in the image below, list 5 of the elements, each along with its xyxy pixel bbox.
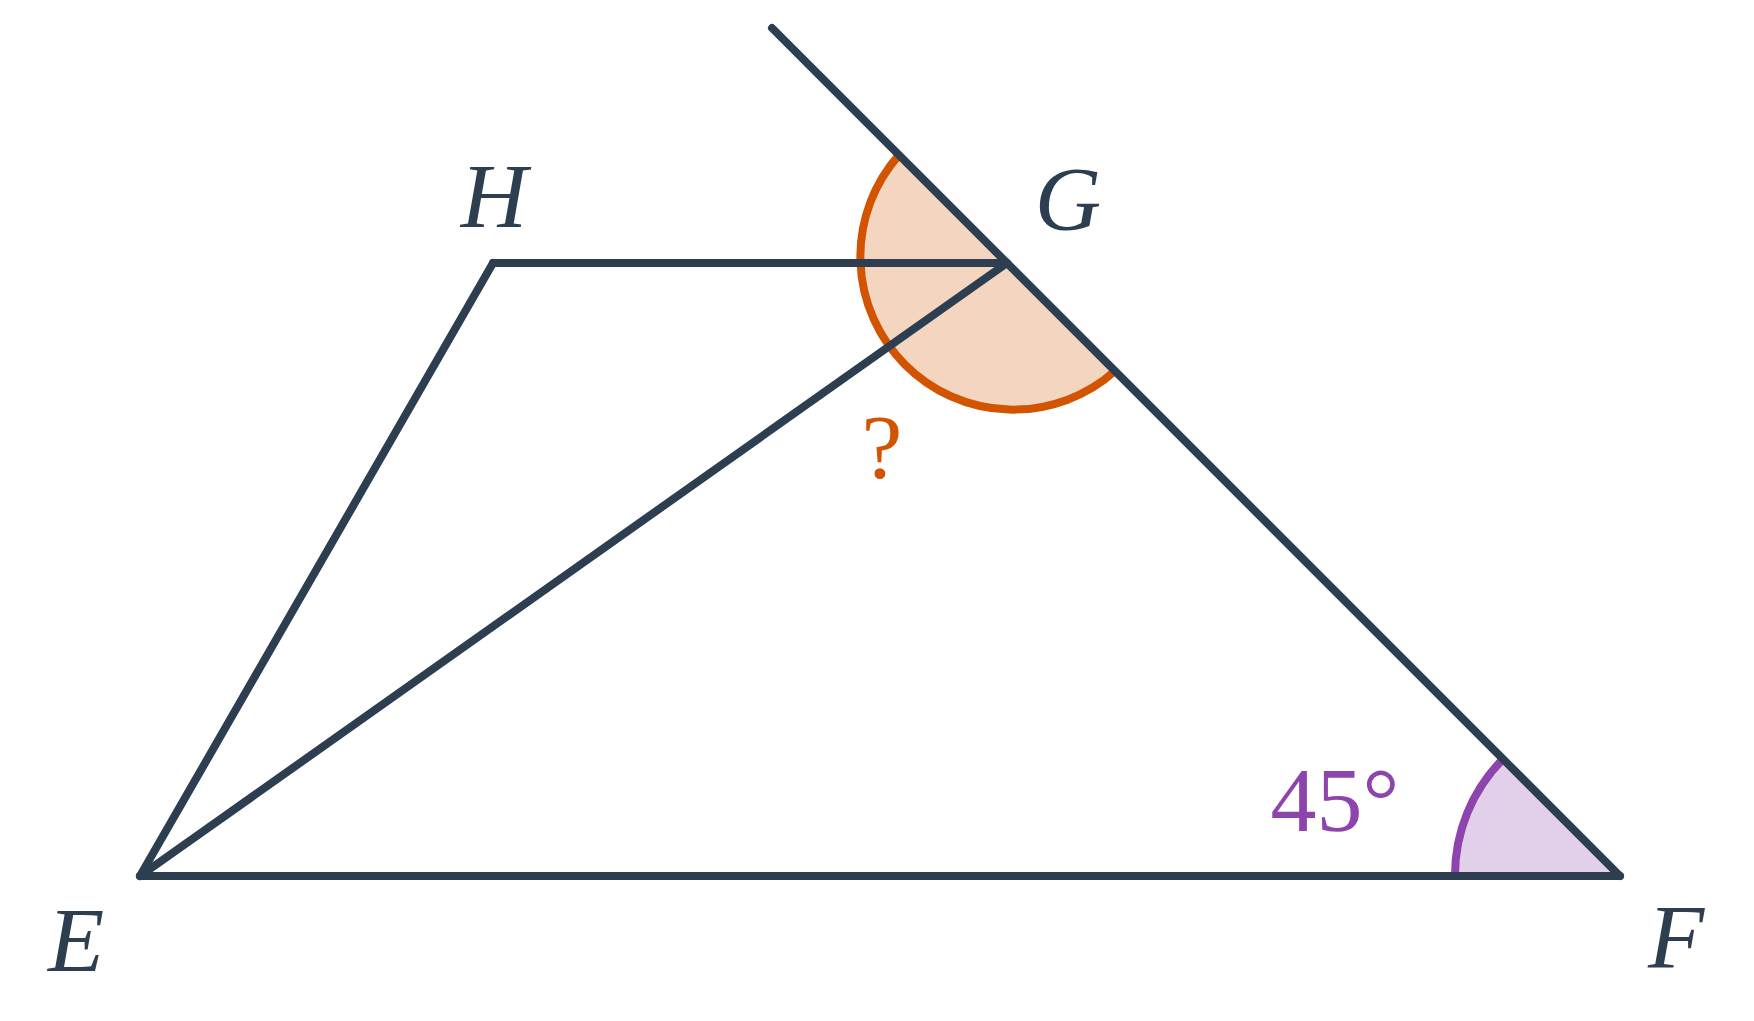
angle-label: 45° bbox=[1270, 754, 1400, 846]
vertex-label: E bbox=[47, 894, 105, 986]
vertex-label: G bbox=[1034, 153, 1102, 245]
unknown-angle-label: ? bbox=[861, 401, 903, 493]
vertex-label: F bbox=[1647, 891, 1705, 983]
